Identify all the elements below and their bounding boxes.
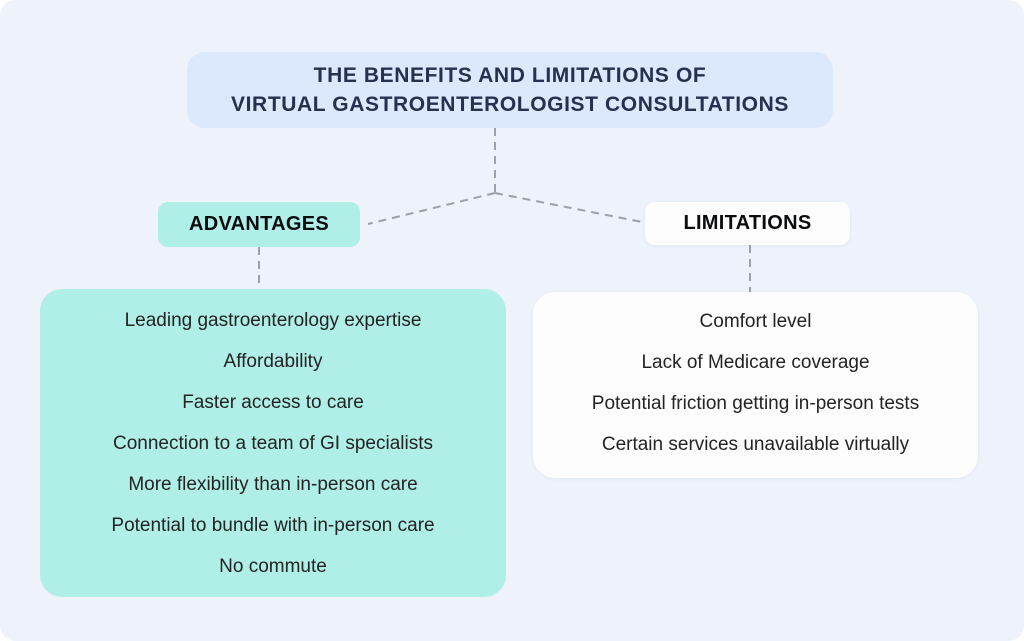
advantages-label: ADVANTAGES	[158, 202, 360, 247]
advantage-item: Leading gastroenterology expertise	[124, 310, 422, 331]
limitation-item: Lack of Medicare coverage	[641, 352, 870, 373]
connector-branch-left	[367, 192, 496, 225]
limitations-label: LIMITATIONS	[645, 202, 850, 245]
limitation-item: Potential friction getting in-person tes…	[591, 393, 920, 414]
title-line-2: VIRTUAL GASTROENTEROLOGIST CONSULTATIONS	[231, 93, 789, 116]
connector-branch-right	[494, 192, 643, 223]
limitation-item: Comfort level	[699, 311, 812, 332]
limitation-item: Certain services unavailable virtually	[601, 434, 910, 455]
title-box: THE BENEFITS AND LIMITATIONS OF VIRTUAL …	[187, 52, 833, 128]
title-line-1: THE BENEFITS AND LIMITATIONS OF	[313, 64, 707, 87]
advantage-item: Affordability	[223, 351, 323, 372]
advantage-item: Connection to a team of GI specialists	[113, 433, 433, 454]
limitations-box: Comfort level Lack of Medicare coverage …	[533, 292, 978, 478]
advantages-box: Leading gastroenterology expertise Affor…	[40, 289, 506, 597]
advantage-item: More flexibility than in-person care	[128, 474, 418, 495]
advantage-item: Faster access to care	[182, 392, 364, 413]
advantage-item: No commute	[219, 556, 327, 577]
advantage-item: Potential to bundle with in-person care	[111, 515, 435, 536]
